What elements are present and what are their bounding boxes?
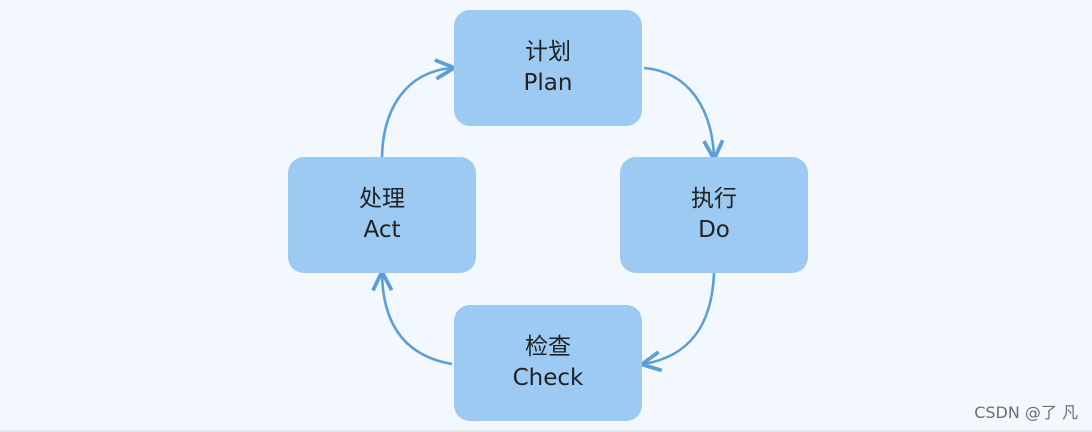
node-check-zh: 检查	[525, 334, 571, 360]
node-check: 检查 Check	[454, 305, 642, 421]
arrow-do-to-check	[644, 272, 716, 364]
node-do-en: Do	[698, 217, 730, 243]
node-do-zh: 执行	[691, 186, 737, 212]
node-act-en: Act	[363, 217, 401, 243]
node-plan-zh: 计划	[525, 39, 571, 65]
node-check-en: Check	[512, 365, 584, 391]
arrow-check-to-act	[382, 274, 453, 366]
node-do: 执行 Do	[620, 157, 808, 273]
arrow-act-to-plan	[380, 68, 452, 158]
node-plan: 计划 Plan	[454, 10, 642, 126]
watermark: CSDN @了 凡	[974, 403, 1078, 422]
bottom-divider	[0, 430, 1092, 432]
node-act: 处理 Act	[288, 157, 476, 273]
node-plan-en: Plan	[523, 70, 573, 96]
arrow-plan-to-do	[643, 66, 714, 157]
node-act-zh: 处理	[359, 186, 405, 212]
